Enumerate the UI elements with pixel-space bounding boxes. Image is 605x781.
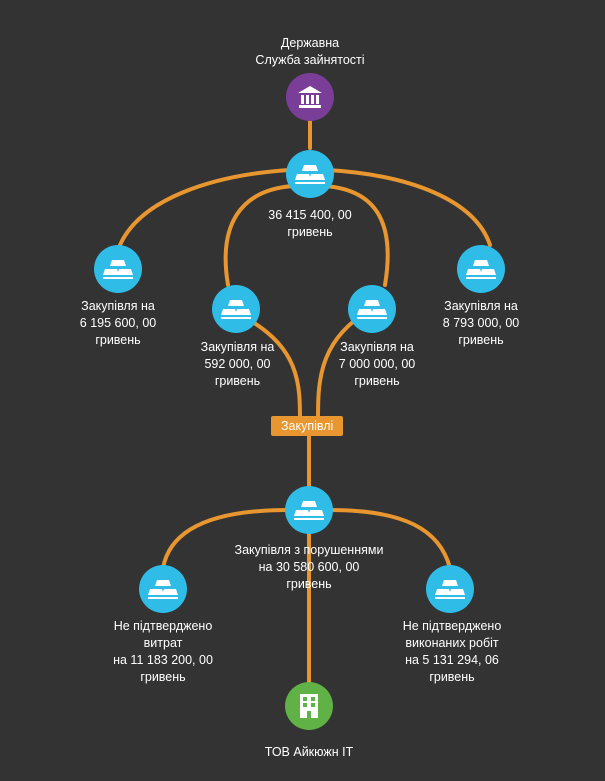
gold-bars-icon	[294, 501, 324, 520]
connector-violations-right	[328, 508, 452, 570]
label-company: ТОВ Айкюжн ІТ	[264, 745, 354, 759]
gold-bars-icon	[357, 300, 387, 319]
connector-p3-tag	[316, 313, 364, 422]
connector-total-p3	[323, 184, 390, 287]
label-total: 36 415 400, 00 гривень	[268, 208, 352, 239]
procurements-tag: Закупівлі	[271, 416, 344, 436]
connector-total-p1	[118, 168, 292, 247]
unconfirmed-works-node	[426, 565, 474, 613]
institution-node	[286, 73, 334, 121]
label-purchase-3: Закупівля на 7 000 000, 00 гривень	[338, 340, 416, 388]
label-state-employment-service: Державна Служба зайнятості	[255, 36, 365, 67]
connector-total-p2	[223, 184, 295, 287]
label-purchase-1: Закупівля на 6 195 600, 00 гривень	[79, 299, 157, 347]
connector-total-p4	[326, 168, 492, 247]
violations-node	[285, 486, 333, 534]
label-violations: Закупівля з порушеннями на 30 580 600, 0…	[234, 543, 384, 591]
purchase-node-4	[457, 245, 505, 293]
gold-bars-icon	[295, 165, 325, 184]
company-node	[285, 682, 333, 730]
purchase-node-2	[212, 285, 260, 333]
purchase-node-3	[348, 285, 396, 333]
gold-bars-icon	[148, 580, 178, 599]
label-purchase-4: Закупівля на 8 793 000, 00 гривень	[442, 299, 520, 347]
gold-bars-icon	[103, 260, 133, 279]
bank-icon	[298, 86, 322, 108]
total-node	[286, 150, 334, 198]
gold-bars-icon	[466, 260, 496, 279]
unconfirmed-expenses-node	[139, 565, 187, 613]
purchase-node-1	[94, 245, 142, 293]
connector-p2-tag	[238, 313, 302, 422]
connector-violations-left	[161, 508, 290, 570]
label-unconfirmed-expenses: Не підтверджено витрат на 11 183 200, 00…	[113, 619, 213, 684]
label-unconfirmed-works: Не підтверджено виконаних робіт на 5 131…	[402, 619, 502, 684]
building-icon	[300, 694, 318, 718]
gold-bars-icon	[221, 300, 251, 319]
gold-bars-icon	[435, 580, 465, 599]
label-purchase-2: Закупівля на 592 000, 00 гривень	[200, 340, 275, 388]
